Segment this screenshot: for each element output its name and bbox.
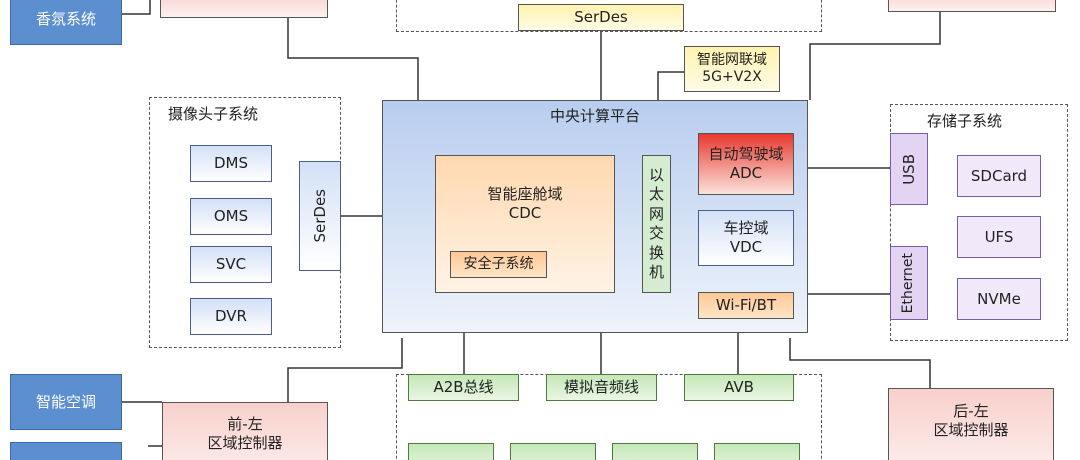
audio-device-4 [714,443,800,460]
camera-serdes-label: SerDes [310,189,329,243]
wifi-bt-box: Wi-Fi/BT [698,292,794,319]
usb-box: USB [890,133,928,205]
connectivity-domain-box: 智能网联域 5G+V2X [684,46,780,92]
cockpit-line1: 智能座舱域 [487,185,563,204]
vdc-line2: VDC [729,238,763,256]
safety-subsystem-box: 安全子系统 [450,251,547,278]
front-left-line2: 区域控制器 [207,434,283,452]
front-left-zone-controller: 前-左 区域控制器 [162,402,328,460]
left-bottom-box [10,442,122,460]
audio-bus-label: AVB [724,378,754,397]
wire-rear-left [789,338,931,388]
rear-left-line2: 区域控制器 [933,421,1009,439]
storage-item-label: NVMe [977,289,1021,308]
wifi-label: Wi-Fi/BT [715,296,777,315]
audio-bus-label: 模拟音频线 [563,378,639,397]
ethernet-label: Ethernet [900,252,917,314]
camera-item-label: DMS [213,154,248,173]
audio-device-2 [510,443,596,460]
top-left-zone-box [160,0,328,18]
audio-bus-avb: AVB [684,374,794,401]
storage-item-ufs: UFS [957,216,1041,258]
camera-item-label: SVC [215,255,247,274]
vdc-line1: 车控域 [723,219,769,238]
top-dashed-region [396,0,822,32]
camera-item-dvr: DVR [190,298,272,335]
adc-line1: 自动驾驶域 [708,145,784,164]
top-right-zone-box [888,0,1056,12]
rear-left-zone-controller: 后-左 区域控制器 [888,388,1054,460]
platform-title: 中央计算平台 [549,107,640,125]
storage-subsystem-region [890,104,1068,341]
storage-item-nvme: NVMe [957,278,1041,320]
wire-top-right [809,10,941,100]
front-left-line1: 前-左 [227,415,263,434]
audio-bus-label: A2B总线 [433,378,494,397]
audio-bus-analog: 模拟音频线 [546,374,657,401]
camera-item-oms: OMS [190,198,272,235]
switch-char-4: 交 [648,224,664,242]
camera-item-dms: DMS [190,145,272,182]
wire-front-left [287,338,403,402]
adc-domain-box: 自动驾驶域 ADC [698,133,794,195]
ethernet-box: Ethernet [890,246,928,320]
top-serdes-box: SerDes [518,4,684,31]
storage-item-label: UFS [984,227,1014,246]
connectivity-line1: 智能网联域 [697,51,767,68]
ethernet-switch-box: 以 太 网 交 换 机 [642,155,671,293]
switch-char-6: 机 [648,263,664,281]
storage-subsystem-title: 存储子系统 [927,112,1003,130]
storage-item-sdcard: SDCard [957,155,1041,197]
vdc-domain-box: 车控域 VDC [698,210,794,266]
usb-label: USB [899,153,918,185]
safety-label: 安全子系统 [463,255,534,272]
smart-ac-box: 智能空调 [10,374,122,430]
camera-serdes-box: SerDes [299,161,341,271]
camera-subsystem-title: 摄像头子系统 [168,105,259,123]
switch-char-1: 以 [648,165,664,184]
audio-device-3 [612,443,698,460]
audio-bus-a2b: A2B总线 [408,374,519,401]
switch-char-2: 太 [648,185,664,203]
cockpit-line2: CDC [508,204,542,222]
audio-device-1 [408,443,494,460]
fragrance-system-box: 香氛系统 [10,0,122,45]
fragrance-label: 香氛系统 [35,10,96,29]
camera-item-label: OMS [213,207,249,226]
switch-char-5: 换 [648,243,664,262]
wire-top-left [287,18,419,100]
top-serdes-label: SerDes [574,8,628,27]
camera-item-label: DVR [215,307,247,326]
camera-item-svc: SVC [190,246,272,283]
wire-fragrance [122,0,151,15]
storage-item-label: SDCard [970,166,1028,185]
adc-line2: ADC [729,164,763,182]
smart-ac-label: 智能空调 [35,392,96,411]
switch-char-3: 网 [648,204,664,223]
rear-left-line1: 后-左 [953,402,989,421]
connectivity-line2: 5G+V2X [702,69,762,85]
